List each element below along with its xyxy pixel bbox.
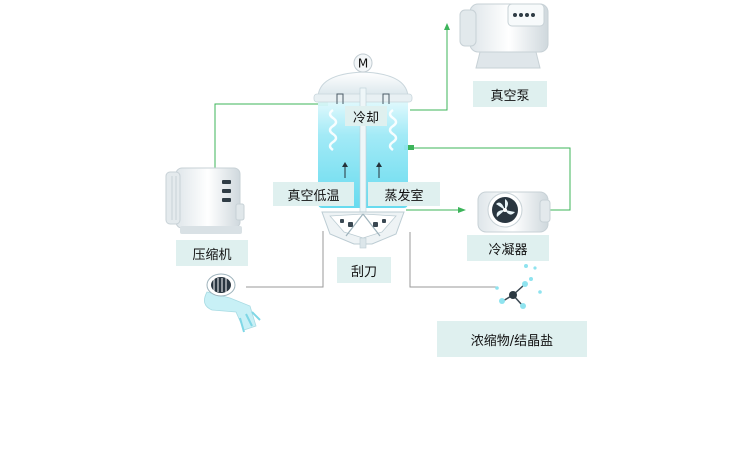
motor: M (353, 53, 373, 73)
product-text: 浓缩物/结晶盐 (470, 333, 554, 349)
vacuum-pump-label: 真空泵 (473, 81, 547, 107)
evaporation-chamber-text: 蒸发室 (384, 188, 424, 204)
crystal-molecule-icon (495, 264, 542, 309)
condenser-to-tank-line (410, 147, 571, 211)
compressor-to-tank-line (214, 103, 322, 168)
compressor-label: 压缩机 (176, 240, 248, 266)
condenser-label: 冷凝器 (467, 235, 549, 261)
vacuum-low-temp-text: 真空低温 (287, 188, 340, 204)
product-line (409, 232, 497, 288)
evaporation-chamber-label: 蒸发室 (368, 182, 440, 206)
motor-label: M (358, 57, 368, 71)
feed-pipe-icon (204, 273, 261, 333)
vacuum-low-temp-label: 真空低温 (273, 182, 354, 206)
tank-to-pump-line (410, 28, 448, 111)
pump-arrow (444, 23, 450, 30)
product-label: 浓缩物/结晶盐 (437, 321, 587, 357)
vacuum-pump-text: 真空泵 (490, 88, 530, 104)
evaporator-tank (313, 71, 413, 249)
feed-line (246, 231, 324, 288)
scraper-text: 刮刀 (350, 264, 377, 280)
vacuum-pump-icon (459, 3, 549, 69)
condenser-fan-icon (477, 191, 551, 233)
condenser-text: 冷凝器 (488, 242, 528, 258)
return-port (404, 145, 414, 150)
cooling-label-text: 冷却 (352, 110, 379, 126)
compressor-icon (165, 167, 245, 234)
condenser-arrow (458, 207, 466, 213)
compressor-text: 压缩机 (192, 247, 232, 263)
scraper-label: 刮刀 (337, 257, 391, 283)
cooling-label: 冷却 (345, 106, 387, 126)
